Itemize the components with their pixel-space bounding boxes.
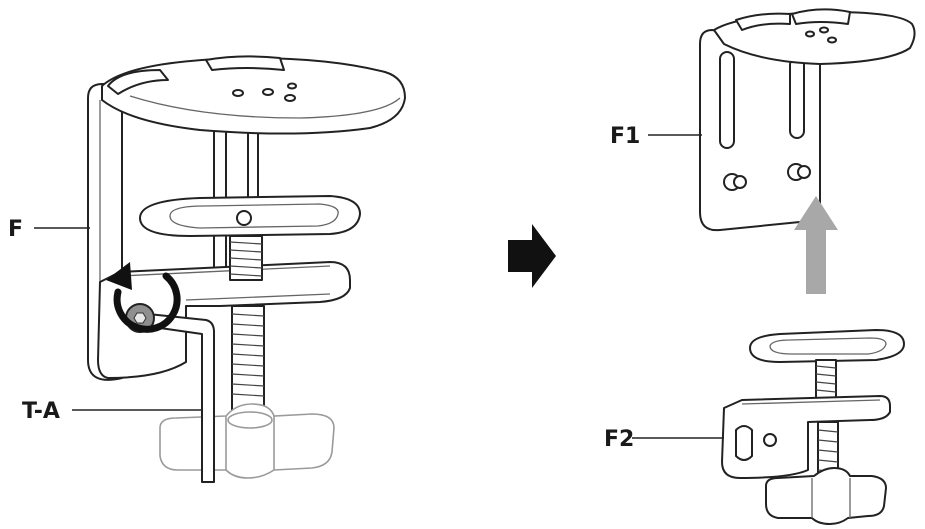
label-ta: T-A xyxy=(22,399,60,424)
part-f1-mount-bracket xyxy=(648,8,916,232)
label-f: F xyxy=(8,217,23,242)
label-f2: F2 xyxy=(604,427,634,452)
part-f2-lower-clamp xyxy=(632,329,905,525)
rotate-counterclockwise-icon xyxy=(106,262,181,333)
arrow-right-icon xyxy=(508,224,556,288)
arrow-up-icon xyxy=(794,196,838,294)
assembled-clamp xyxy=(34,55,406,483)
label-f1: F1 xyxy=(610,124,640,149)
hex-key-tool xyxy=(145,313,215,483)
